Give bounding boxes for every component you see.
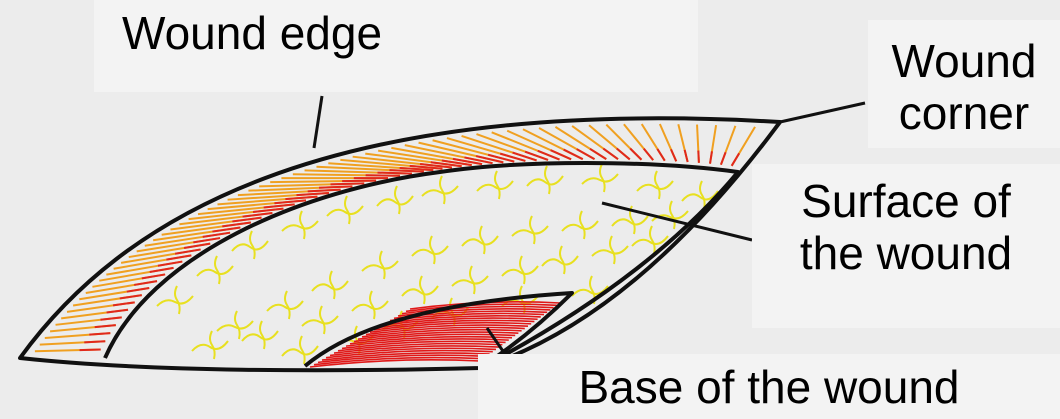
wound-edge-pointer <box>314 96 322 148</box>
edge-hatch-tip <box>80 350 101 351</box>
edge-hatch-tip <box>166 255 191 259</box>
edge-hatch-tip <box>389 170 423 172</box>
edge-hatch-tip <box>84 341 105 342</box>
edge-hatch-tip <box>101 317 122 319</box>
surface-label: Surface of the wound <box>752 164 1060 328</box>
wound-corner-text-line2: corner <box>868 88 1060 140</box>
edge-hatch-tip <box>142 274 165 278</box>
surface-fibrin-mark <box>580 211 585 239</box>
surface-fibrin-mark <box>395 186 400 214</box>
wound-edge-hatching <box>35 124 755 351</box>
base-label: Base of the wound <box>478 354 1060 419</box>
base-text: Base of the wound <box>478 362 1060 414</box>
surface-fibrin-mark <box>470 266 475 294</box>
edge-hatch-tip <box>644 149 653 161</box>
wound-corner-text-line1: Wound <box>868 36 1060 88</box>
edge-hatch-tip <box>184 244 210 248</box>
surface-fibrin-mark <box>440 176 445 204</box>
edge-hatch-tip <box>253 209 283 212</box>
edge-hatch-tip <box>113 302 135 305</box>
edge-hatch-tip <box>617 148 630 159</box>
edge-hatch-tip <box>685 150 688 162</box>
surface-fibrin-mark <box>235 311 240 339</box>
surface-fibrin-mark <box>300 336 305 364</box>
edge-hatch-tip <box>175 249 200 253</box>
edge-hatch-tip <box>377 173 411 174</box>
wound-edge-label: Wound edge <box>94 0 698 92</box>
edge-hatch-tip <box>732 153 739 165</box>
edge-hatch-tip <box>331 183 365 184</box>
surface-text-line2: the wound <box>752 228 1060 280</box>
edge-hatch-tip <box>274 200 306 203</box>
surface-fibrin-mark <box>495 171 500 199</box>
edge-hatch-tip <box>657 149 664 161</box>
edge-hatch-tip <box>120 295 142 298</box>
edge-hatch-tip <box>671 149 676 161</box>
surface-fibrin-mark <box>420 276 425 304</box>
surface-fibrin-mark <box>320 306 325 334</box>
surface-fibrin-mark <box>520 256 525 284</box>
surface-fibrin-mark <box>610 236 615 264</box>
surface-fibrin-mark <box>215 256 220 284</box>
edge-hatch-tip <box>264 204 295 207</box>
surface-fibrin-mark <box>285 291 290 319</box>
surface-fibrin-mark <box>380 251 385 279</box>
surface-fibrin-mark <box>430 236 435 264</box>
wound-corner-label: Wound corner <box>868 20 1060 148</box>
surface-fibrin-mark <box>330 271 335 299</box>
edge-hatch-tip <box>158 262 182 266</box>
edge-hatch-tip <box>89 333 110 335</box>
surface-fibrin-mark <box>480 226 485 254</box>
surface-fibrin-mark <box>300 211 305 239</box>
surface-fibrin-mark <box>650 226 655 254</box>
edge-hatch-tip <box>319 186 352 187</box>
surface-fibrin-mark <box>260 321 265 349</box>
edge-hatch-tip <box>285 197 317 199</box>
surface-fibrin-mark <box>530 216 535 244</box>
wound-corner-pointer <box>780 103 865 122</box>
edge-hatch-tip <box>710 151 712 163</box>
edge-hatch-tip <box>107 310 128 313</box>
edge-hatch-tip <box>193 238 220 242</box>
surface-fibrin-mark <box>655 171 660 199</box>
edge-hatch-tip <box>698 151 699 163</box>
edge-hatch-tip <box>134 281 157 285</box>
surface-fibrin-mark <box>545 166 550 194</box>
surface-text-line1: Surface of <box>752 176 1060 228</box>
surface-fibrin-mark <box>175 286 180 314</box>
edge-hatch-tip <box>721 152 726 164</box>
surface-fibrin-mark <box>210 331 215 359</box>
edge-hatch-tip <box>95 325 116 327</box>
surface-fibrin-mark <box>250 231 255 259</box>
surface-fibrin-mark <box>345 196 350 224</box>
surface-fibrin-mark <box>700 181 705 209</box>
edge-hatch-tip <box>127 288 149 292</box>
surface-fibrin-mark <box>520 286 525 314</box>
surface-fibrin-mark <box>670 201 675 229</box>
edge-hatch-tip <box>630 149 641 160</box>
surface-fibrin-mark <box>600 164 605 192</box>
surface-fibrin-mark <box>560 246 565 274</box>
edge-hatch-tip <box>150 268 174 272</box>
edge-hatch-tip <box>308 190 341 192</box>
surface-fibrin-mark <box>370 291 375 319</box>
edge-hatch-tip <box>296 193 329 195</box>
wound-edge-text: Wound edge <box>122 8 698 60</box>
